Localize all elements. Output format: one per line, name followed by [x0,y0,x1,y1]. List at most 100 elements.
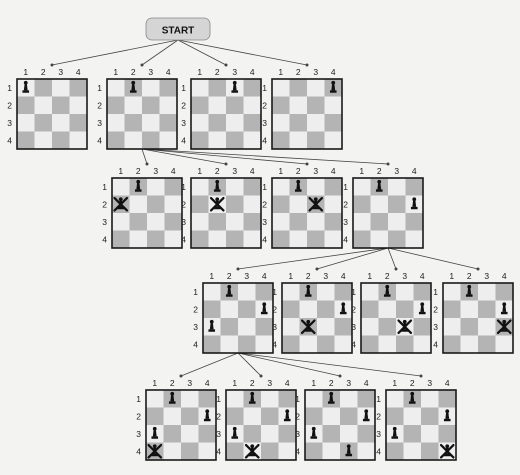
board-square [322,425,340,443]
board-square [164,230,182,248]
tree-edge [141,148,227,165]
row-label: 4 [376,446,381,456]
column-label: 1 [232,378,237,388]
board-square [191,131,209,149]
row-label: 3 [376,429,381,439]
board-square [334,335,352,353]
row-label: 1 [216,394,221,404]
column-label: 3 [187,378,192,388]
board-square [495,335,513,353]
pawn-icon [260,302,268,315]
board-square [478,335,496,353]
row-label: 3 [193,322,198,332]
board-border [442,282,514,354]
board-square [208,131,226,149]
board-square [226,213,244,231]
board-square [164,178,182,196]
board-square [370,230,388,248]
column-label: 3 [402,271,407,281]
row-label: 1 [433,287,438,297]
edge-arrowhead [419,374,423,378]
board-square [307,79,325,97]
column-label: 4 [262,271,267,281]
board-square [413,318,431,336]
pawn-icon [231,80,239,93]
pawn-icon [500,302,508,315]
board-square [255,335,273,353]
row-label: 4 [97,135,102,145]
column-label: 3 [244,271,249,281]
row-label: 3 [181,217,186,227]
start-box [145,17,211,41]
edge-arrowhead [305,63,309,67]
row-label: 2 [181,199,186,209]
board-square [421,425,439,443]
board-border [225,389,297,461]
board-square [261,390,279,408]
edge-arrowhead [236,267,240,271]
row-label: 2 [295,411,300,421]
board-square [238,300,256,318]
board-square [159,131,177,149]
board-square [438,425,456,443]
tree-edge [141,39,179,66]
board-square [413,335,431,353]
row-label: 3 [351,322,356,332]
column-label: 1 [367,271,372,281]
board-square [163,407,181,425]
row-label: 4 [136,446,141,456]
pawn-icon [329,80,337,93]
board-square [69,114,87,132]
row-label: 2 [7,100,12,110]
board-square [289,79,307,97]
board-square [243,195,261,213]
pawn-icon [304,284,312,297]
board-square [147,213,165,231]
row-label: 4 [262,234,267,244]
column-label: 2 [296,67,301,77]
board-square [278,425,296,443]
row-label: 4 [181,135,186,145]
board-square [378,318,396,336]
board-square [324,213,342,231]
column-label: 4 [331,67,336,77]
board-square [289,96,307,114]
row-label: 3 [295,429,300,439]
pawn-icon [151,426,159,439]
board-square [34,131,52,149]
board-square [107,96,125,114]
column-label: 2 [467,271,472,281]
board-square [69,131,87,149]
board-square [289,195,307,213]
board-square [208,230,226,248]
board-square [272,96,290,114]
pawn-icon [327,391,335,404]
captured-pawn-icon [308,196,324,212]
board-square [142,96,160,114]
board-square [282,335,300,353]
board-square [147,195,165,213]
board-border [385,389,457,461]
row-label: 4 [7,135,12,145]
edge-arrowhead [50,63,54,67]
board-square [159,96,177,114]
column-label: 3 [313,166,318,176]
board-square [208,79,226,97]
board-square [305,442,323,460]
column-label: 1 [278,166,283,176]
pawn-icon [443,409,451,422]
edge-arrowhead [224,162,228,166]
board-square [52,96,70,114]
board-square [191,230,209,248]
pawn-icon [408,391,416,404]
column-label: 3 [153,166,158,176]
row-label: 4 [193,339,198,349]
board-square [107,131,125,149]
board-square [361,335,379,353]
